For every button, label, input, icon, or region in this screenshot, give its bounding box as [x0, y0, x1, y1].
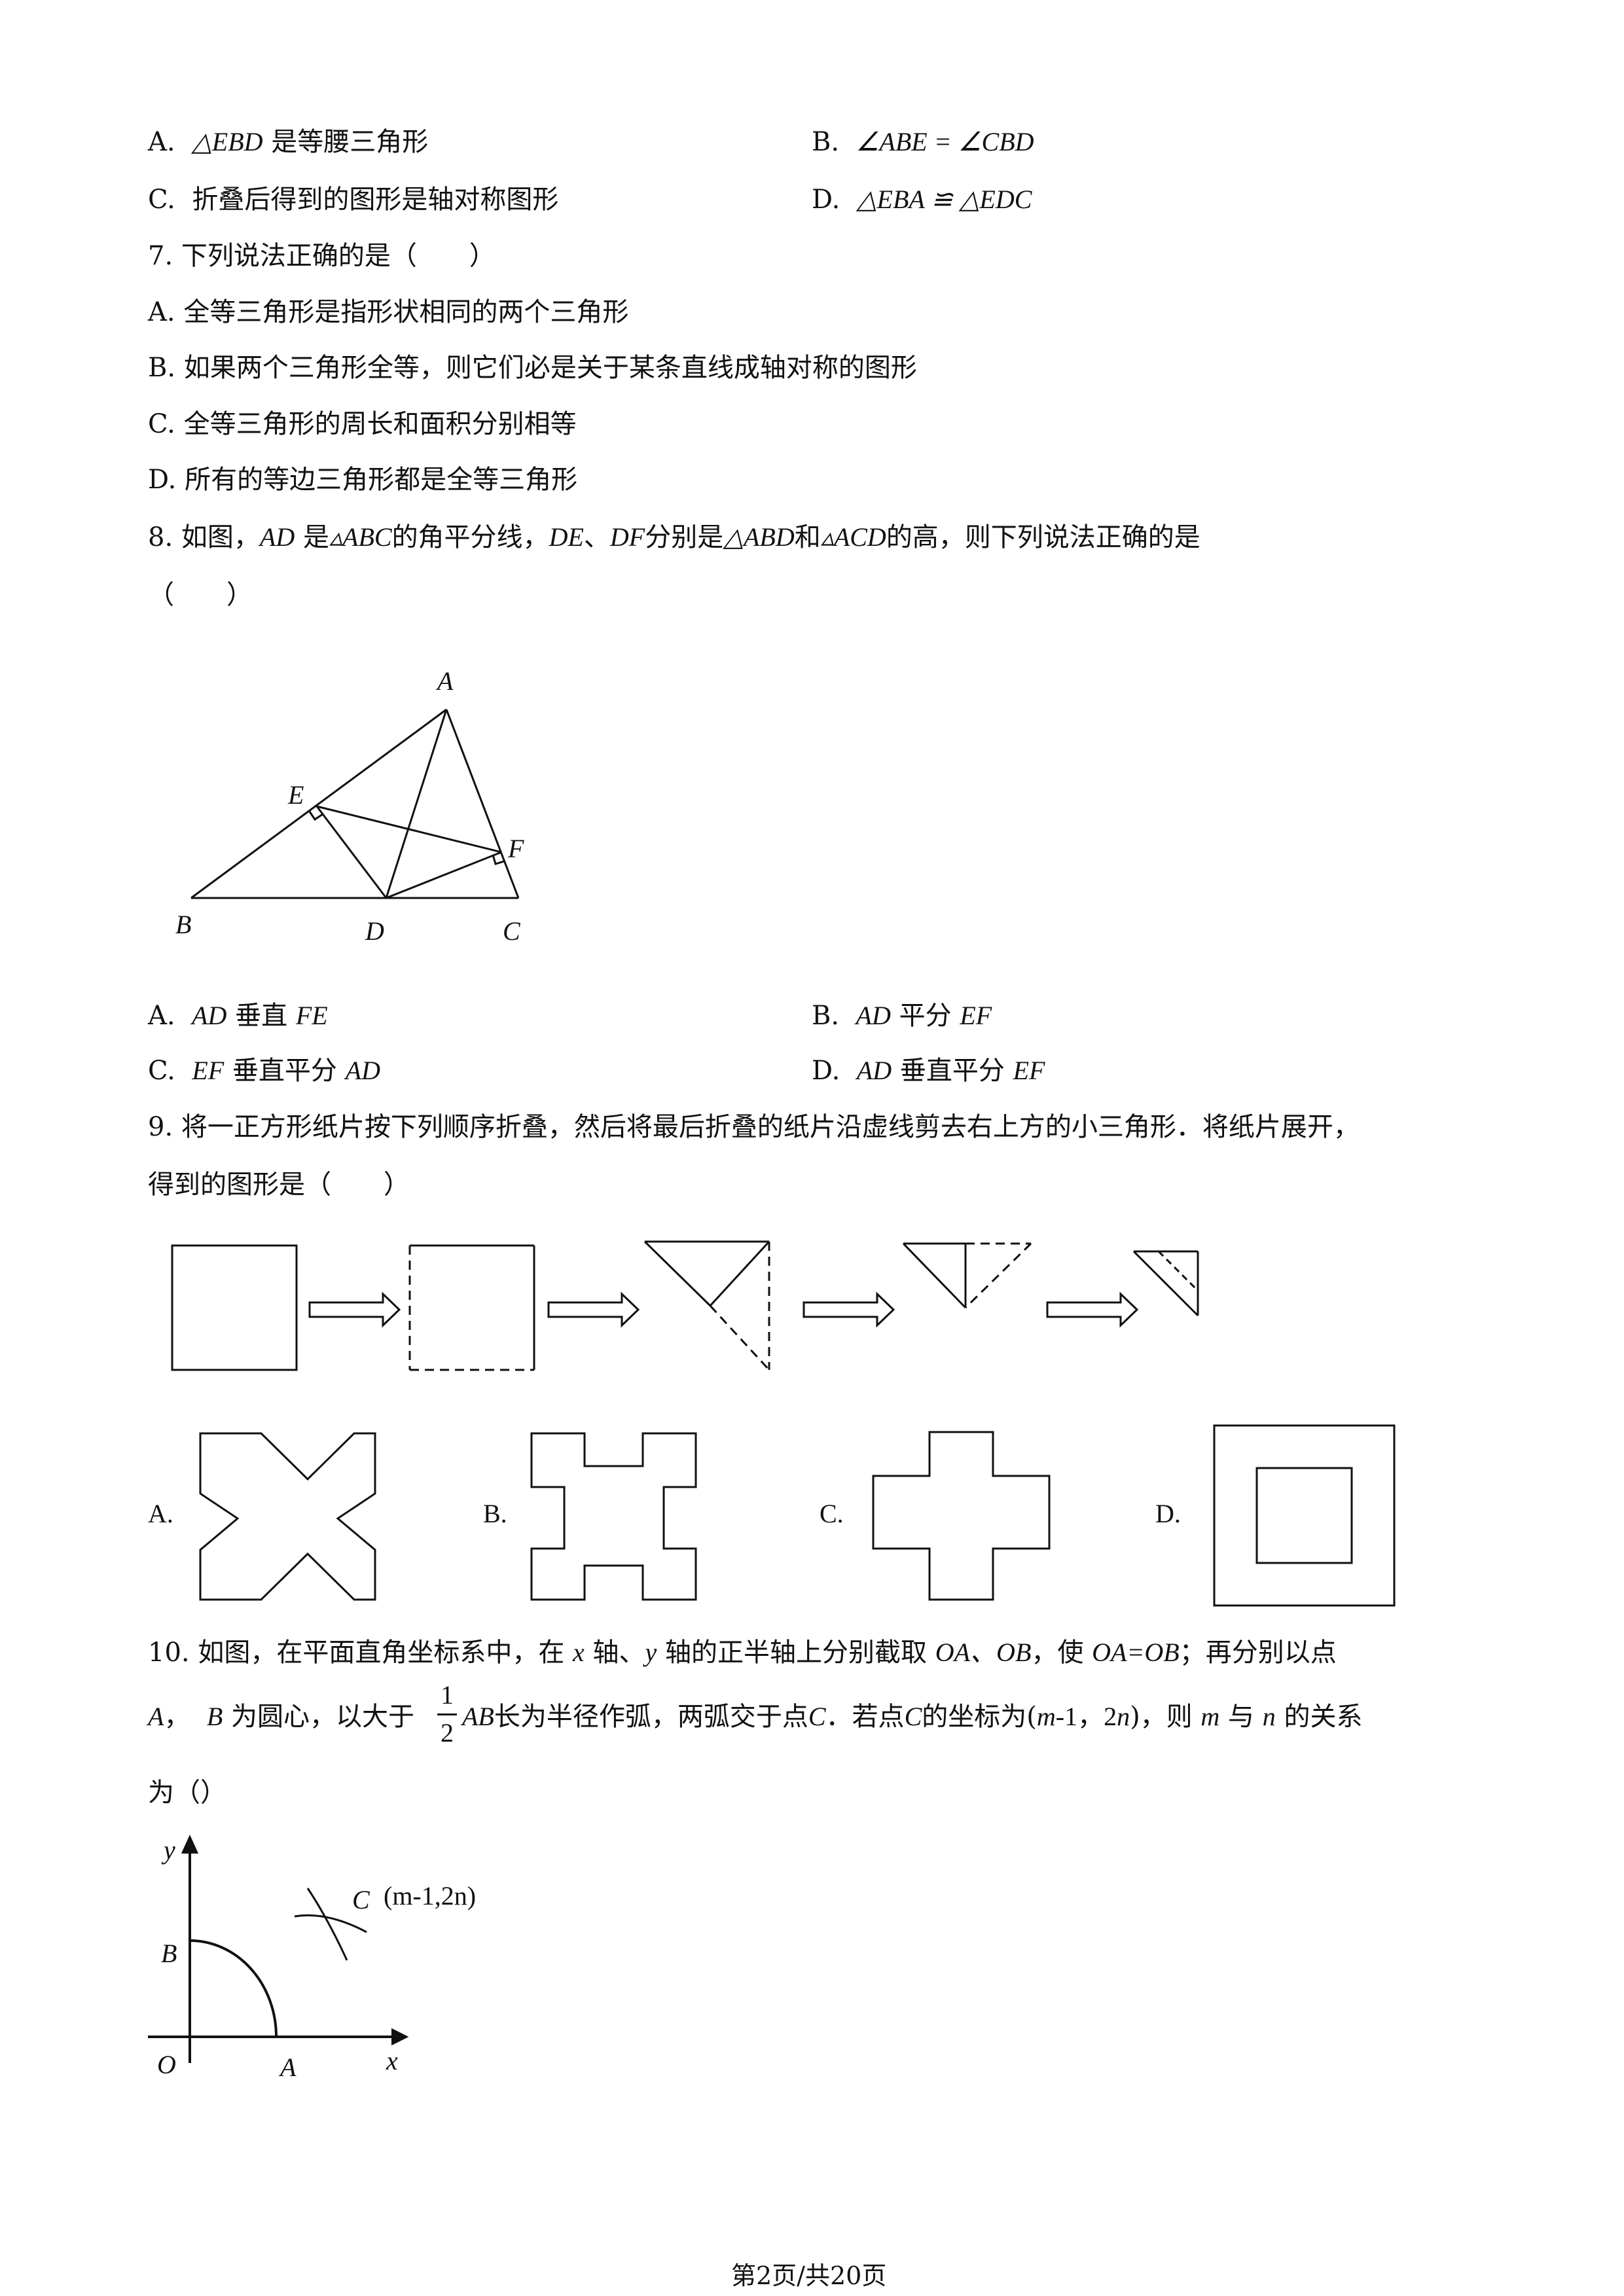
- fig-label-b: B: [175, 910, 191, 939]
- axis-label-x: x: [386, 2046, 398, 2075]
- q6-option-b: B. ∠ABE = ∠CBD: [812, 127, 1034, 157]
- q8-option-b: B. AD 平分 EF: [812, 1001, 992, 1031]
- q9-shape-d-inner: [1255, 1467, 1353, 1564]
- fig-label-d: D: [365, 916, 384, 946]
- axis-label-y: y: [161, 1835, 175, 1865]
- q9-stem-line1: 9. 将一正方形纸片按下列顺序折叠，然后将最后折叠的纸片沿虚线剪去右上方的小三角…: [148, 1112, 1360, 1142]
- q9-option-a-label: A.: [148, 1499, 173, 1528]
- fig-label-a: A: [435, 666, 454, 696]
- q8-option-d: D. AD 垂直平分 EF: [812, 1056, 1045, 1086]
- q10-fraction-bar: [437, 1713, 457, 1715]
- q10-stem-line2-cont: AB长为半径作弧，两弧交于点C．若点C的坐标为(m-1，2n)，则 m 与 n …: [462, 1702, 1363, 1732]
- q7-option-d: D. 所有的等边三角形都是全等三角形: [148, 465, 578, 495]
- q9-option-b-label: B.: [483, 1499, 507, 1528]
- point-label-c: C: [352, 1885, 370, 1914]
- point-label-a: A: [278, 2053, 297, 2082]
- q10-stem-line3: 为（）: [148, 1778, 226, 1808]
- q9-option-c-label: C.: [820, 1499, 844, 1528]
- q7-stem: 7. 下列说法正确的是（ ）: [148, 241, 496, 271]
- q7-option-c: C. 全等三角形的周长和面积分别相等: [148, 409, 577, 439]
- q8-option-c: C. EF 垂直平分 AD: [148, 1056, 380, 1086]
- q8-paren: （ ）: [148, 580, 253, 610]
- q6-option-c: C. 折叠后得到的图形是轴对称图形: [148, 185, 559, 215]
- q8-option-a: A. AD 垂直 FE: [148, 1001, 328, 1031]
- page-footer: 第2页/共20页: [731, 2261, 887, 2290]
- q10-fraction-denominator: 2: [441, 1718, 454, 1748]
- q10-stem-line1: 10. 如图，在平面直角坐标系中，在 x 轴、y 轴的正半轴上分别截取 OA、O…: [148, 1638, 1337, 1668]
- q6-option-a: A. △EBD 是等腰三角形: [148, 127, 429, 157]
- q9-option-d-label: D.: [1155, 1499, 1181, 1528]
- fig-label-f: F: [507, 834, 524, 863]
- fig-label-c: C: [503, 916, 521, 946]
- q9-stem-line2: 得到的图形是（ ）: [148, 1170, 410, 1200]
- q8-stem: 8. 如图，AD 是▵ABC的角平分线，DE、DF分别是△ABD和▵ACD的高，…: [148, 522, 1200, 552]
- q9-shape-d-outer: [1213, 1424, 1396, 1607]
- q10-fraction-numerator: 1: [441, 1680, 454, 1710]
- point-label-b: B: [161, 1939, 177, 1968]
- q6-option-d: D. △EBA ≌ △EDC: [812, 185, 1032, 215]
- point-c-coordinates: (m-1,2n): [384, 1881, 476, 1910]
- q10-stem-line2: A， B 为圆心，以大于: [148, 1702, 415, 1732]
- q9-shape-c: [872, 1431, 1051, 1601]
- fig-label-e: E: [287, 780, 304, 810]
- q9-shape-b: [530, 1432, 697, 1601]
- q9-shape-a: [199, 1432, 376, 1601]
- q7-option-a: A. 全等三角形是指形状相同的两个三角形: [148, 297, 629, 327]
- q7-option-b: B. 如果两个三角形全等，则它们必是关于某条直线成轴对称的图形: [148, 353, 917, 383]
- origin-label-o: O: [157, 2050, 176, 2079]
